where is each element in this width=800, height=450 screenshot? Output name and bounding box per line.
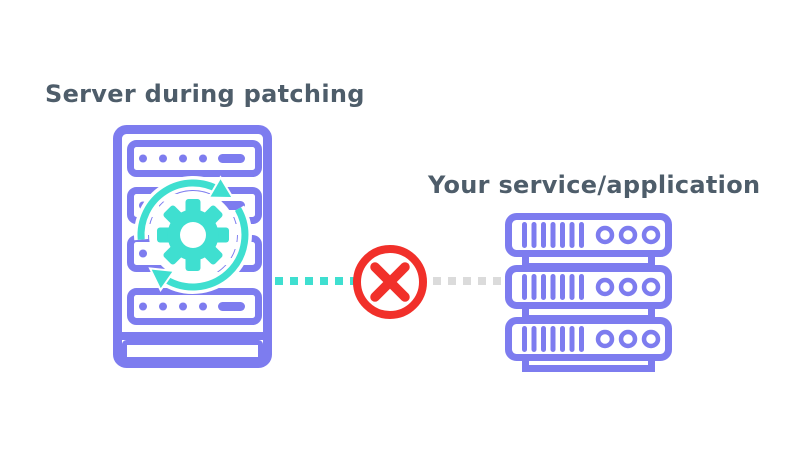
led-dot xyxy=(179,302,187,311)
tower-slot xyxy=(127,140,262,177)
led-dot xyxy=(159,302,167,311)
gear-hole xyxy=(180,222,206,248)
sync-arc-top xyxy=(137,179,221,240)
tower-base-drawer xyxy=(122,340,263,362)
port-circle xyxy=(595,225,615,245)
connection-dotted-line-left xyxy=(275,277,355,285)
vent-bars xyxy=(522,222,584,248)
sync-arrowhead xyxy=(148,267,176,293)
server-rack-icon xyxy=(505,213,672,372)
port-circle xyxy=(641,329,661,349)
connection-dotted-line-right xyxy=(433,277,501,285)
led-dot xyxy=(139,249,147,258)
blocked-x-icon xyxy=(353,245,427,319)
port-circle xyxy=(618,329,638,349)
port-circle xyxy=(618,225,638,245)
port-circle xyxy=(641,225,661,245)
port-circle xyxy=(618,277,638,297)
rack-unit xyxy=(505,317,672,361)
drive-bar xyxy=(218,302,245,311)
vent-bars xyxy=(522,274,584,300)
sync-gear-icon xyxy=(134,175,252,294)
sync-arc-bottom xyxy=(161,207,249,291)
tower-slot xyxy=(127,288,262,325)
led-dot xyxy=(179,154,187,163)
port-circle xyxy=(595,329,615,349)
rack-unit xyxy=(505,213,672,257)
led-dot xyxy=(199,302,207,311)
server-tower-icon xyxy=(113,125,272,368)
led-dot xyxy=(139,302,147,311)
rack-unit xyxy=(505,265,672,309)
left-title: Server during patching xyxy=(45,80,365,108)
led-dot xyxy=(159,154,167,163)
led-dot xyxy=(139,154,147,163)
port-circle xyxy=(595,277,615,297)
led-dot xyxy=(199,154,207,163)
drive-bar xyxy=(218,154,245,163)
sync-arrowhead xyxy=(207,175,235,200)
vent-bars xyxy=(522,326,584,352)
right-title: Your service/application xyxy=(428,171,761,199)
gear xyxy=(157,199,229,271)
port-circle xyxy=(641,277,661,297)
